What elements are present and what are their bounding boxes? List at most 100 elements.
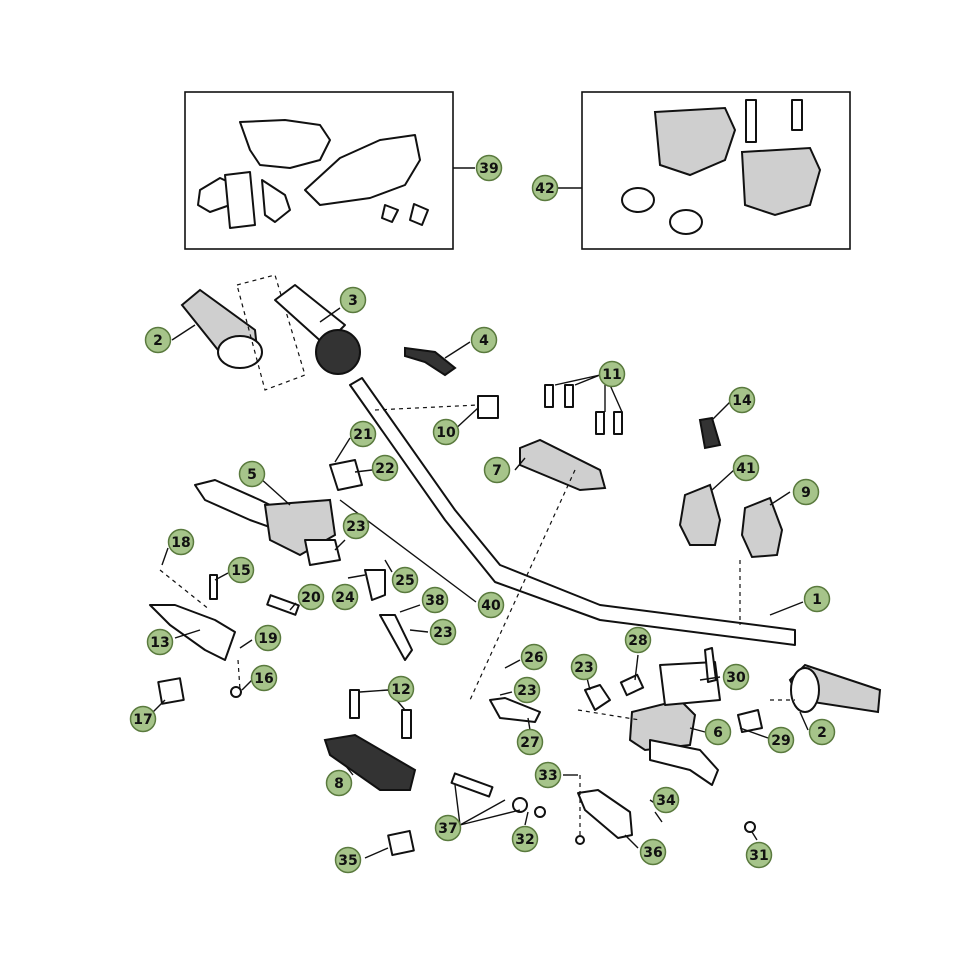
callout-label: 14 xyxy=(732,393,752,409)
callout-label: 36 xyxy=(643,845,662,861)
callout-circle xyxy=(339,286,367,314)
callout-18: 18 xyxy=(167,528,195,556)
callout-label: 17 xyxy=(133,712,152,728)
callout-circle xyxy=(334,846,362,874)
callout-circle xyxy=(732,454,760,482)
callout-10: 10 xyxy=(432,418,460,446)
callout-circle xyxy=(652,786,680,814)
callout-label: 7 xyxy=(492,463,502,479)
callout-29: 29 xyxy=(767,726,795,754)
callout-label: 19 xyxy=(258,631,277,647)
callout-label: 31 xyxy=(749,848,768,864)
callout-label: 25 xyxy=(395,573,414,589)
callout-8: 8 xyxy=(325,769,353,797)
callout-label: 15 xyxy=(231,563,250,579)
callout-label: 23 xyxy=(517,683,536,699)
callout-9: 9 xyxy=(792,478,820,506)
upper-clamp xyxy=(519,438,607,492)
callout-circle xyxy=(434,814,462,842)
callout-circle xyxy=(624,626,652,654)
callout-label: 41 xyxy=(736,461,755,477)
callout-label: 20 xyxy=(301,590,321,606)
callout-41: 41 xyxy=(732,454,760,482)
callout-16: 16 xyxy=(250,664,278,692)
callout-circle xyxy=(598,360,626,388)
callout-label: 37 xyxy=(438,821,457,837)
callout-label: 27 xyxy=(520,735,539,751)
callout-circle xyxy=(297,583,325,611)
callout-33: 33 xyxy=(534,761,562,789)
callout-26: 26 xyxy=(520,643,548,671)
callout-17: 17 xyxy=(129,705,157,733)
callout-label: 4 xyxy=(479,333,489,349)
callout-label: 6 xyxy=(713,725,723,741)
callout-circle xyxy=(349,420,377,448)
callout-23: 23 xyxy=(570,653,598,681)
callout-label: 42 xyxy=(535,181,554,197)
callout-38: 38 xyxy=(421,586,449,614)
callout-6: 6 xyxy=(704,718,732,746)
callout-30: 30 xyxy=(722,663,750,691)
callout-circle xyxy=(387,675,415,703)
callout-1: 1 xyxy=(803,585,831,613)
callout-25: 25 xyxy=(391,566,419,594)
callout-32: 32 xyxy=(511,825,539,853)
callout-label: 2 xyxy=(153,333,163,349)
callout-label: 18 xyxy=(171,535,190,551)
callout-circle xyxy=(129,705,157,733)
throttle-cable xyxy=(404,346,457,377)
callout-14: 14 xyxy=(728,386,756,414)
callout-circle xyxy=(475,154,503,182)
callout-circle xyxy=(639,838,667,866)
callout-label: 35 xyxy=(338,853,357,869)
callout-circle xyxy=(477,591,505,619)
throttle-tube xyxy=(274,284,346,346)
callout-2: 2 xyxy=(808,718,836,746)
callout-circle xyxy=(342,512,370,540)
callout-label: 26 xyxy=(524,650,543,666)
callout-label: 12 xyxy=(391,682,410,698)
clamp-inset-box xyxy=(581,91,851,250)
callout-39: 39 xyxy=(475,154,503,182)
callout-24: 24 xyxy=(331,583,359,611)
callout-circle xyxy=(513,676,541,704)
callout-label: 2 xyxy=(817,725,827,741)
callout-circle xyxy=(144,326,172,354)
callout-23: 23 xyxy=(513,676,541,704)
callout-circle xyxy=(331,583,359,611)
callout-label: 28 xyxy=(628,633,647,649)
callout-label: 1 xyxy=(812,592,822,608)
callout-7: 7 xyxy=(483,456,511,484)
callout-circle xyxy=(704,718,732,746)
callout-circle xyxy=(531,174,559,202)
callout-circle xyxy=(728,386,756,414)
callout-5: 5 xyxy=(238,460,266,488)
callout-label: 5 xyxy=(247,467,257,483)
callout-label: 30 xyxy=(726,670,746,686)
callout-28: 28 xyxy=(624,626,652,654)
callout-label: 16 xyxy=(254,671,273,687)
callout-circle xyxy=(421,586,449,614)
callout-circle xyxy=(767,726,795,754)
callout-11: 11 xyxy=(598,360,626,388)
callout-circle xyxy=(570,653,598,681)
callout-circle xyxy=(371,454,399,482)
handlebar xyxy=(349,377,796,646)
callout-label: 21 xyxy=(353,427,372,443)
callout-label: 10 xyxy=(436,425,456,441)
callout-36: 36 xyxy=(639,838,667,866)
callout-19: 19 xyxy=(254,624,282,652)
callout-35: 35 xyxy=(334,846,362,874)
callout-circle xyxy=(483,456,511,484)
callout-circle xyxy=(146,628,174,656)
callout-circle xyxy=(745,841,773,869)
callout-2: 2 xyxy=(144,326,172,354)
callout-label: 39 xyxy=(479,161,498,177)
callout-circle xyxy=(808,718,836,746)
callout-31: 31 xyxy=(745,841,773,869)
callout-circle xyxy=(227,556,255,584)
callout-label: 23 xyxy=(433,625,452,641)
callout-label: 40 xyxy=(481,598,501,614)
callout-23: 23 xyxy=(429,618,457,646)
